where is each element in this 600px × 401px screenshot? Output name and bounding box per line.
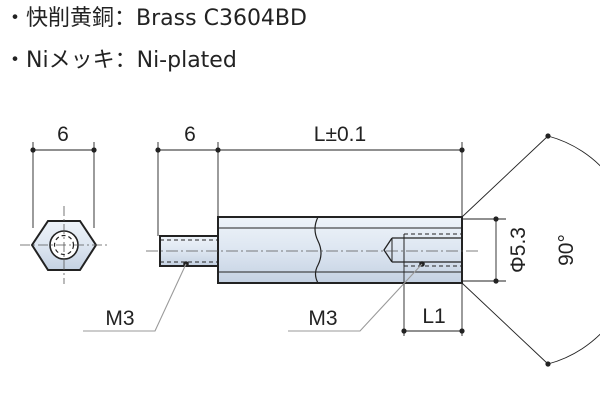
female-thread-callout: M3 bbox=[288, 261, 425, 332]
female-thread-label: M3 bbox=[308, 307, 337, 330]
spec-material: ・快削黄銅：Brass C3604BD bbox=[4, 8, 307, 30]
hex-width-dimension: 6 bbox=[30, 123, 97, 228]
finish-label-jp: Niメッキ bbox=[26, 48, 115, 73]
angle-label: 90° bbox=[555, 234, 578, 266]
material-label-jp: 快削黄銅 bbox=[26, 6, 115, 31]
spec-finish: ・Niメッキ：Ni-plated bbox=[4, 50, 237, 72]
body-length-dimension: L±0.1 bbox=[218, 123, 465, 217]
end-view-hex bbox=[20, 206, 108, 284]
diameter-label: Φ5.3 bbox=[507, 227, 530, 273]
finish-value: Ni-plated bbox=[136, 48, 237, 73]
thread-depth-label: L1 bbox=[422, 305, 445, 328]
male-thread-label: M3 bbox=[105, 307, 134, 330]
thread-depth-dimension: L1 bbox=[401, 266, 465, 336]
male-thread-callout: M3 bbox=[83, 261, 189, 332]
separator: ： bbox=[114, 48, 137, 73]
male-length-label: 6 bbox=[184, 123, 196, 146]
body-length-label: L±0.1 bbox=[314, 123, 366, 146]
hex-width-label: 6 bbox=[57, 123, 69, 146]
material-value: Brass C3604BD bbox=[136, 6, 307, 31]
male-length-dimension: 6 bbox=[155, 123, 221, 236]
side-view bbox=[146, 216, 480, 284]
angle-dimension: 90° bbox=[461, 133, 600, 367]
bullet: ・ bbox=[4, 6, 27, 31]
bullet: ・ bbox=[4, 48, 27, 73]
separator: ： bbox=[114, 6, 137, 31]
diameter-dimension: Φ5.3 bbox=[462, 216, 530, 284]
